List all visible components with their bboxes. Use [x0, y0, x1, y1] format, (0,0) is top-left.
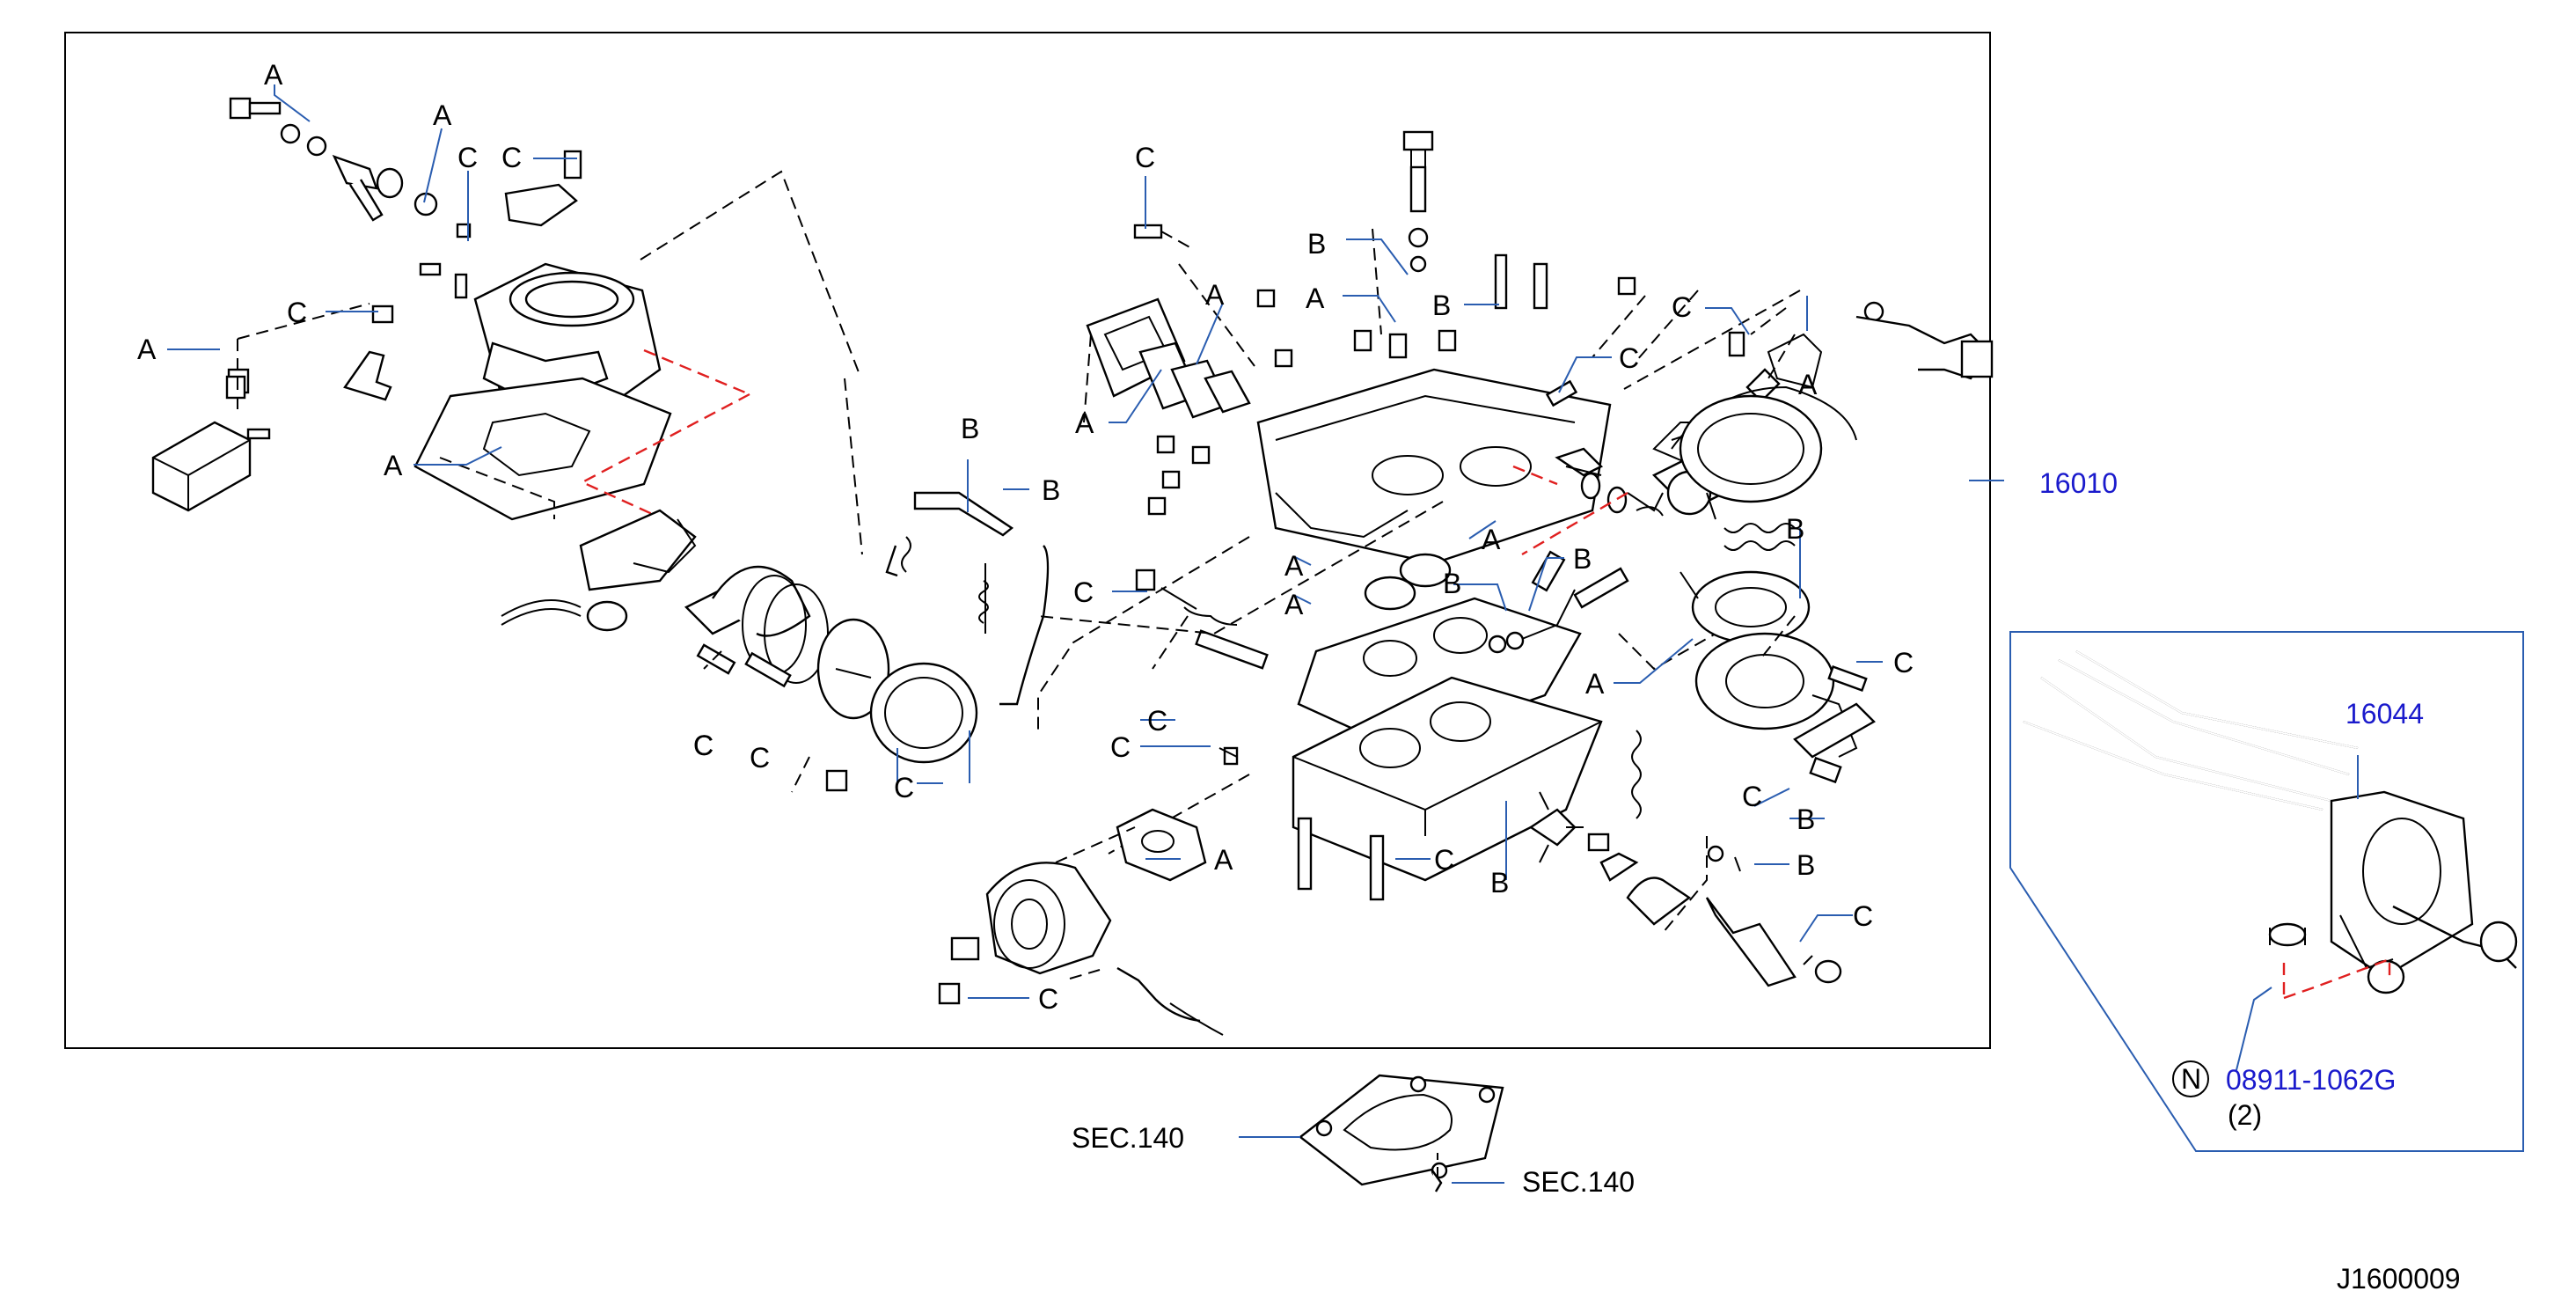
callout-a: A	[1585, 668, 1605, 700]
diagram-id: J1600009	[2337, 1263, 2461, 1295]
callout-b: B	[1490, 867, 1509, 899]
linkage-group	[1528, 730, 1842, 987]
new-part-marker-label: N	[2181, 1063, 2201, 1095]
section-reference-bolt: SEC.140	[1522, 1166, 1635, 1198]
callout-c: C	[693, 730, 714, 761]
callout-b: B	[1797, 849, 1815, 881]
callout-a: A	[1205, 279, 1225, 311]
callout-b: B	[1786, 513, 1804, 545]
callout-a: A	[1284, 550, 1304, 582]
callout-c: C	[457, 142, 478, 173]
callout-a: A	[1482, 524, 1501, 555]
callout-c: C	[1110, 731, 1131, 763]
part-number-16010: 16010	[2039, 467, 2118, 499]
callout-c: C	[287, 297, 307, 328]
callout-c: C	[693, 730, 714, 761]
callout-c: C	[894, 772, 914, 803]
callout-a: A	[384, 450, 403, 481]
section-reference-gasket: SEC.140	[1072, 1122, 1184, 1154]
callout-c: C	[1893, 647, 1914, 679]
base-gasket-group	[1299, 1074, 1504, 1192]
callout-a: A	[1306, 282, 1325, 314]
callout-a: A	[1075, 407, 1094, 439]
callout-b: B	[1307, 228, 1326, 260]
main-diagram-frame	[64, 32, 1991, 1049]
callout-a: A	[433, 99, 452, 131]
callout-c: C	[750, 742, 770, 774]
callout-a: A	[137, 334, 157, 365]
nut-quantity: (2)	[2228, 1099, 2262, 1131]
callout-labels: A A C C C A A B B C C C C C B A B A A C …	[137, 59, 1914, 1015]
callout-a: A	[1214, 844, 1233, 876]
callout-b: B	[961, 413, 979, 444]
callout-c: C	[1147, 705, 1167, 737]
actuator-group	[501, 491, 1050, 793]
callout-c: C	[1619, 342, 1639, 374]
callout-c: C	[1853, 900, 1873, 932]
callout-c: C	[1434, 844, 1454, 876]
callout-c: C	[1073, 576, 1094, 608]
inset-frame	[2009, 631, 2524, 1152]
callout-c: C	[1038, 983, 1058, 1015]
callout-c: C	[501, 142, 522, 173]
callout-b: B	[1042, 474, 1060, 506]
callout-b: B	[1443, 568, 1461, 599]
callout-b: B	[1573, 543, 1592, 575]
callout-c: C	[1672, 291, 1692, 323]
choke-group	[1651, 301, 1994, 784]
callout-a: A	[264, 59, 283, 91]
callout-a: A	[1798, 369, 1818, 400]
throttle-body-group	[151, 97, 863, 555]
callout-a: A	[1284, 589, 1304, 620]
callout-c: C	[1742, 781, 1762, 812]
callout-b: B	[1432, 290, 1451, 321]
carburetor-body-group	[1037, 130, 1801, 901]
callout-b: B	[1797, 803, 1815, 835]
injector-assembly-group	[2023, 650, 2518, 1000]
callout-leaders	[167, 84, 2359, 1184]
callout-c: C	[1135, 142, 1155, 173]
new-part-marker	[2172, 1060, 2209, 1097]
part-number-nut: 08911-1062G	[2226, 1064, 2396, 1096]
part-number-16044: 16044	[2345, 698, 2424, 730]
tps-group	[938, 746, 1239, 1036]
